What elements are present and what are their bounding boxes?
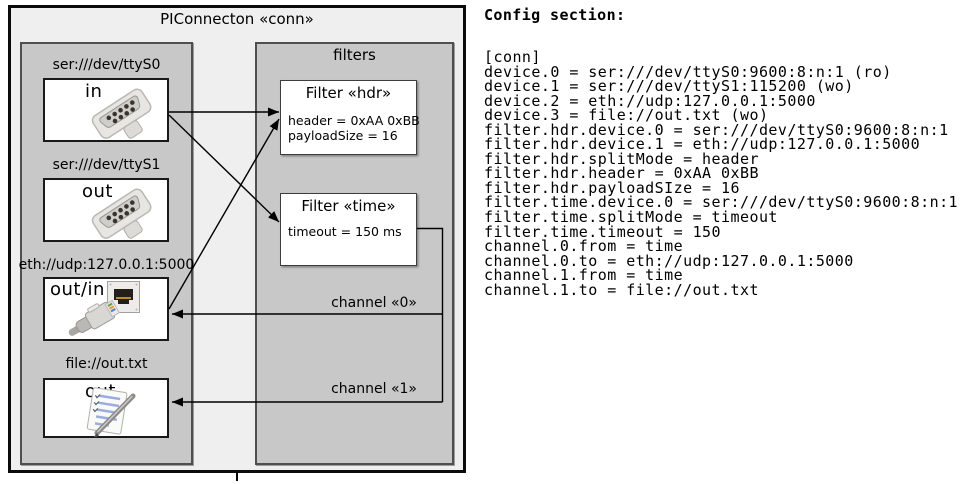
- notepad-icon: [86, 387, 136, 437]
- config-line: filter.hdr.splitMode = header: [484, 149, 759, 168]
- device-uri-label: ser:///dev/ttyS1: [52, 157, 161, 173]
- connection-diagram: PIConnecton «conn» filters ser:///dev/tt…: [0, 0, 480, 484]
- channel-label-0: channel «0»: [331, 295, 417, 311]
- device-box-ttyS1: out: [43, 178, 169, 242]
- filter-title: Filter «time»: [301, 197, 396, 215]
- config-line: device.0 = ser:///dev/ttyS0:9600:8:n:1 (…: [484, 62, 892, 81]
- config-line: channel.1.to = file://out.txt: [484, 280, 759, 299]
- config-line: filter.time.splitMode = timeout: [484, 208, 778, 227]
- filter-box-hdr: Filter «hdr» header = 0xAA 0xBB payloadS…: [280, 80, 420, 155]
- channel-label-1: channel «1»: [331, 381, 417, 397]
- config-line: channel.1.from = time: [484, 266, 684, 285]
- config-line: channel.0.from = time: [484, 237, 684, 256]
- config-line: filter.hdr.payloadSIze = 16: [484, 178, 740, 197]
- device-direction-label: out: [82, 181, 113, 202]
- filters-panel-label: filters: [333, 46, 376, 64]
- filter-title: Filter «hdr»: [305, 84, 392, 102]
- config-line: filter.time.timeout = 150: [484, 222, 722, 241]
- config-line: filter.hdr.header = 0xAA 0xBB: [484, 164, 759, 183]
- config-heading: Config section:: [484, 6, 626, 24]
- filter-property: timeout = 150 ms: [288, 224, 402, 239]
- config-line: [conn]: [484, 48, 541, 66]
- filter-property: payloadSize = 16: [288, 127, 398, 143]
- config-line: device.1 = ser:///dev/ttyS1:115200 (wo): [484, 77, 854, 96]
- device-direction-label: in: [85, 81, 103, 102]
- device-uri-label: ser:///dev/ttyS0: [52, 57, 161, 73]
- device-box-file: out: [43, 378, 169, 438]
- ethernet-plug-icon: [68, 299, 120, 336]
- config-line: filter.time.device.0 = ser:///dev/ttyS0:…: [484, 193, 959, 212]
- config-line: filter.hdr.device.0 = ser:///dev/ttyS0:9…: [484, 120, 949, 139]
- serial-connector-icon: [91, 88, 152, 139]
- config-line: filter.hdr.device.1 = eth://udp:127.0.0.…: [484, 135, 921, 154]
- config-line: device.3 = file://out.txt (wo): [484, 106, 769, 125]
- device-uri-label: eth://udp:127.0.0.1:5000: [18, 257, 195, 273]
- filter-box-time: Filter «time» timeout = 150 ms: [280, 193, 417, 266]
- config-line: device.2 = eth://udp:127.0.0.1:5000: [484, 91, 816, 110]
- device-box-eth: out/in: [43, 277, 169, 341]
- config-section: [conn] device.0 = ser:///dev/ttyS0:9600:…: [484, 50, 958, 297]
- diagram-title: PIConnecton «conn»: [160, 10, 314, 28]
- serial-connector-icon: [91, 188, 152, 239]
- filter-property: header = 0xAA 0xBB: [288, 113, 420, 128]
- device-direction-label: out/in: [50, 279, 105, 300]
- device-uri-label: file://out.txt: [65, 356, 148, 372]
- config-line: channel.0.to = eth://udp:127.0.0.1:5000: [484, 251, 854, 270]
- device-box-ttyS0: in: [43, 78, 169, 142]
